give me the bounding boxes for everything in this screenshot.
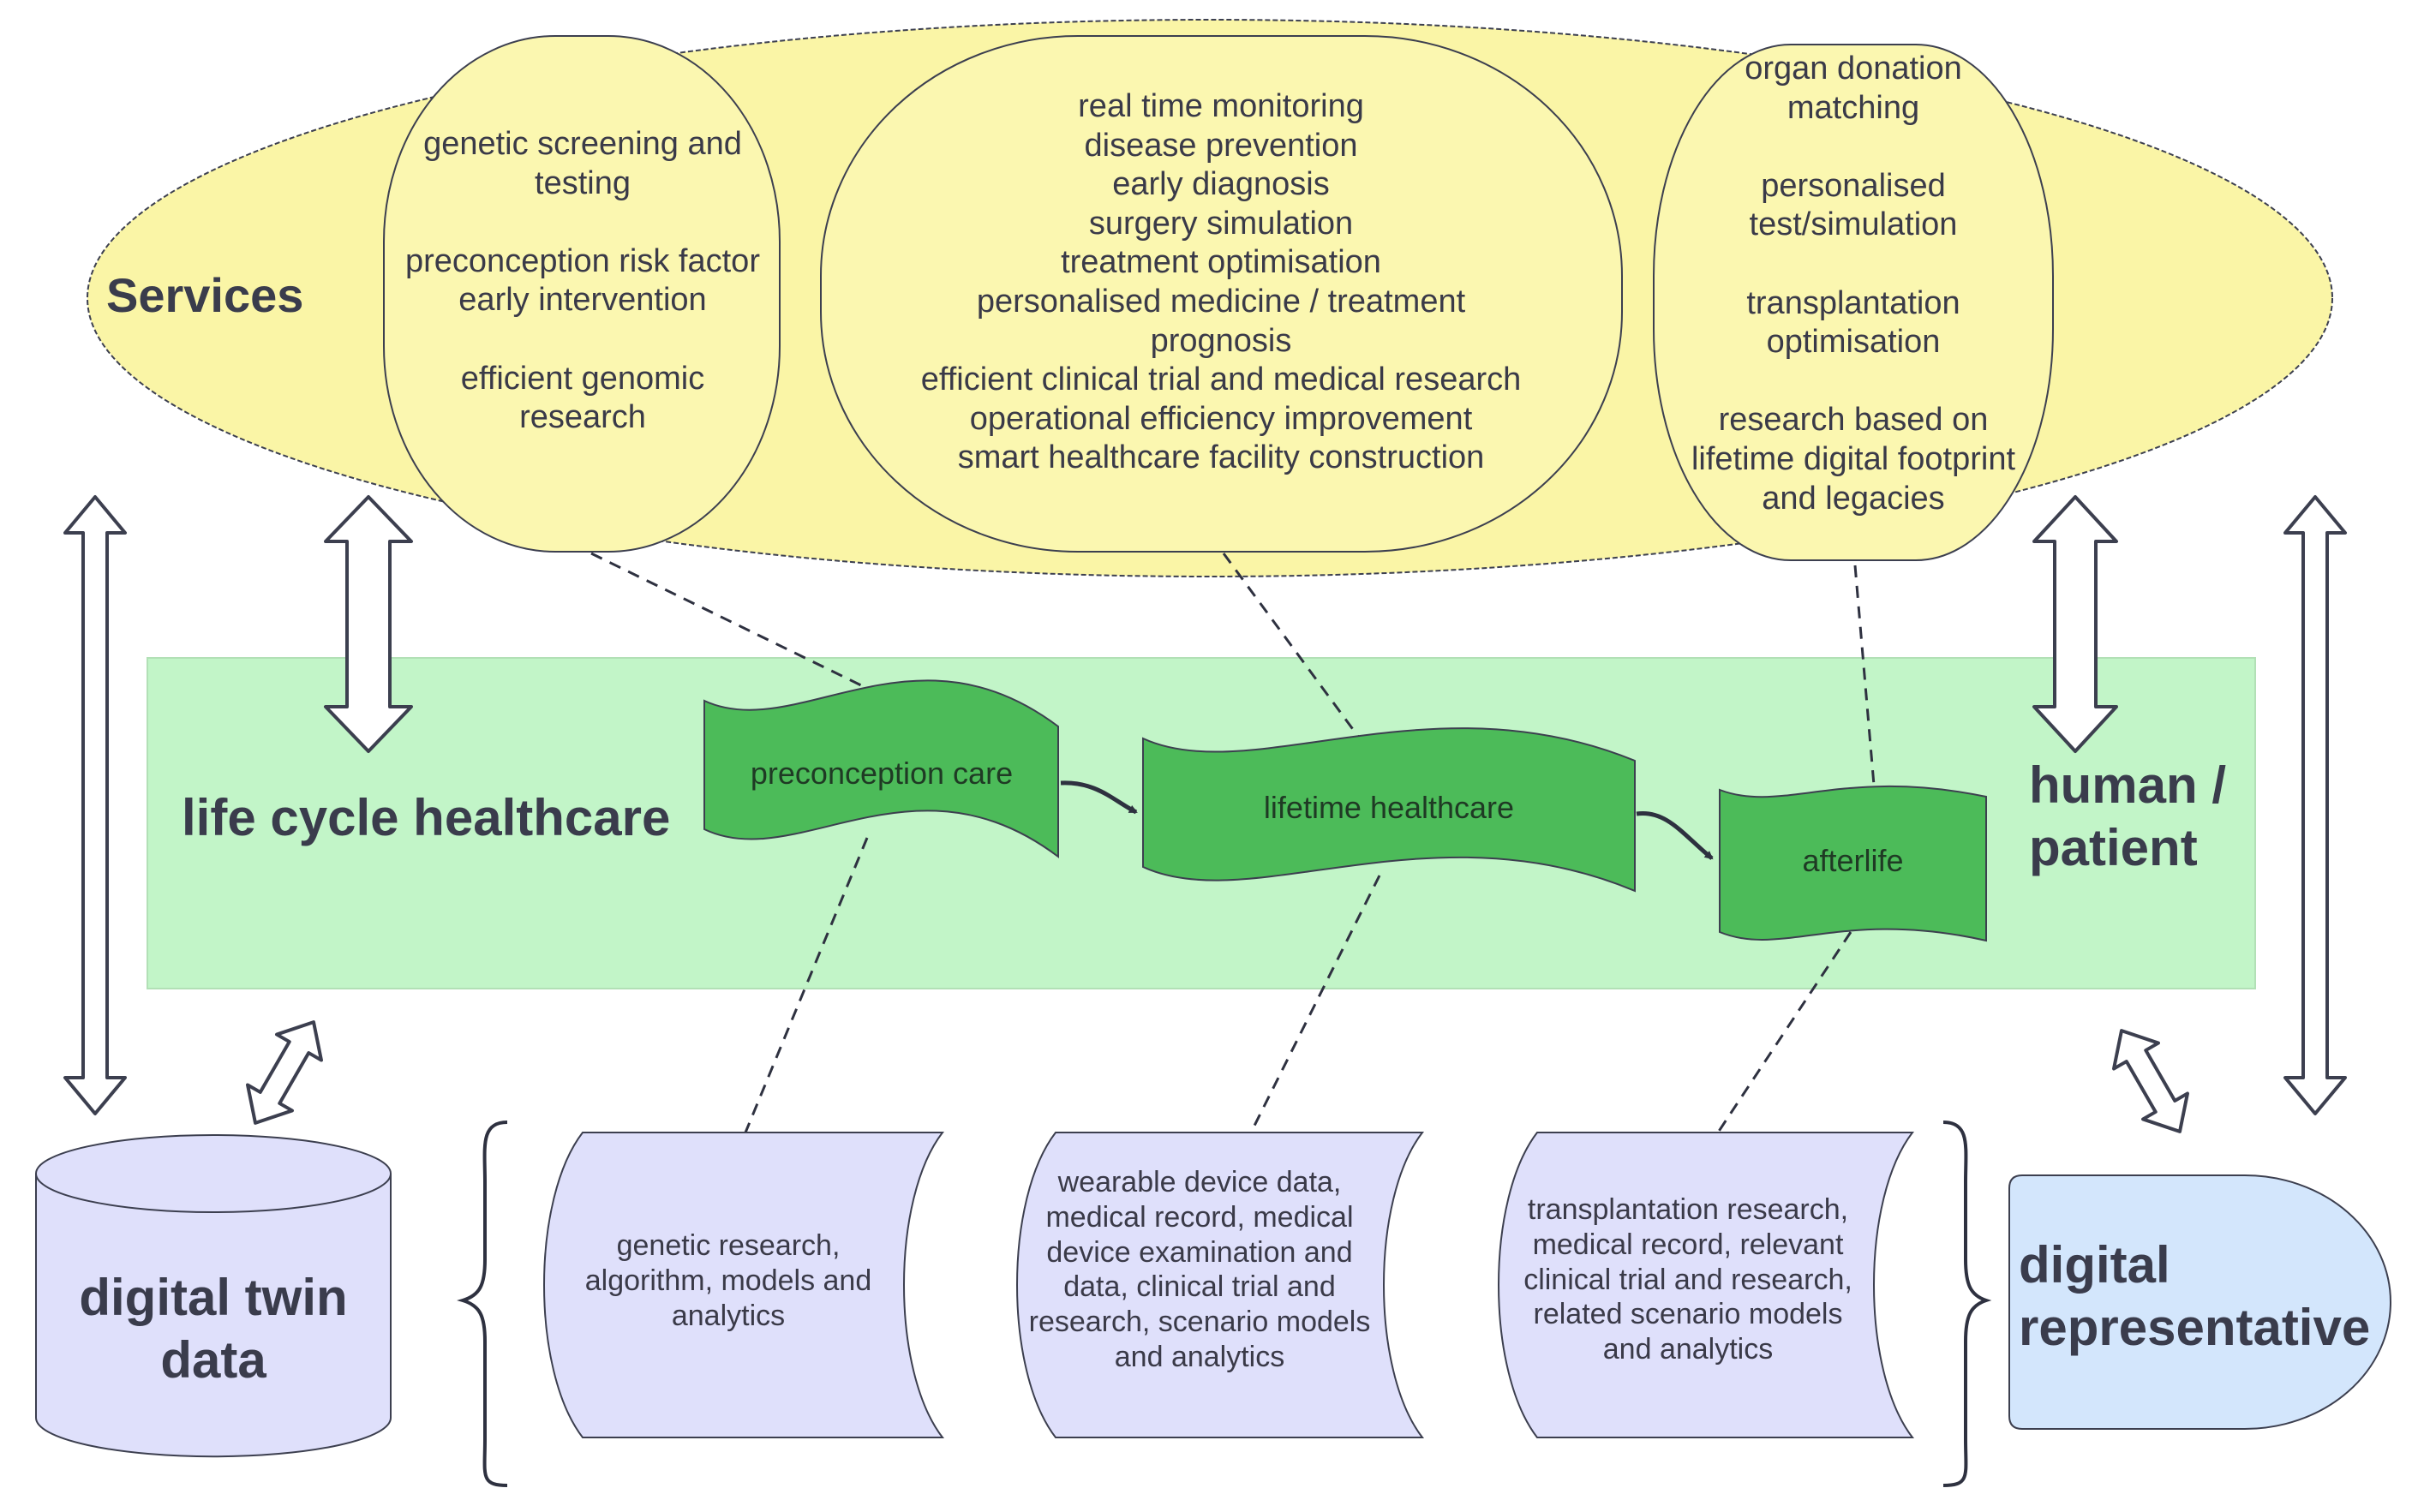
arrow-services-to-human <box>2032 495 2118 753</box>
afterlife-services-capsule <box>1653 44 2054 561</box>
lifecycle-title: life cycle healthcare <box>182 789 671 846</box>
lifetime-services-capsule <box>820 35 1623 553</box>
digital-twin-title: digital twin data <box>79 1269 348 1389</box>
stage-lifetime-shape <box>1142 727 1636 893</box>
data-store-3-shape <box>1498 1132 1915 1438</box>
arrow-right-vertical <box>2283 495 2347 1115</box>
digital-representative-title: digital representative <box>2019 1236 2371 1357</box>
lifetime-services-text: real time monitoring disease prevention … <box>920 88 1522 476</box>
human-patient-title: human / patient <box>2029 756 2227 877</box>
arrow-lifecycle-to-digitaltwin <box>246 1020 323 1125</box>
preconception-services-text: genetic screening and testing preconcept… <box>405 126 760 436</box>
arrow-left-vertical <box>63 495 127 1115</box>
stage-afterlife-shape <box>1719 785 1987 942</box>
afterlife-services-text: organ donation matching personalised tes… <box>1691 51 2016 517</box>
arrow-lifecycle-to-representative <box>2112 1029 2189 1133</box>
data-store-2-shape <box>1016 1132 1425 1438</box>
preconception-services-capsule <box>383 35 781 553</box>
digital-representative-shape <box>2008 1174 2391 1430</box>
arrow-services-to-lifecycle <box>324 495 413 753</box>
dashed-connectors <box>590 552 1876 1133</box>
right-brace <box>1942 1121 1992 1487</box>
stage-preconception-shape <box>703 679 1059 859</box>
stage-label-lifetime: lifetime healthcare <box>1263 790 1515 825</box>
arrow-preconception-to-lifetime <box>1060 780 1138 815</box>
services-title: Services <box>106 268 304 322</box>
left-brace <box>457 1121 508 1487</box>
stage-label-preconception: preconception care <box>750 756 1014 791</box>
stage-label-afterlife: afterlife <box>1802 843 1904 878</box>
data-store-1-text: genetic research, algorithm, models and … <box>584 1229 872 1332</box>
digital-twin-cylinder <box>35 1134 392 1458</box>
data-store-3-text: transplantation research, medical record… <box>1523 1193 1852 1366</box>
data-store-1-shape <box>543 1132 945 1438</box>
data-store-2-text: wearable device data, medical record, me… <box>1028 1166 1371 1373</box>
arrow-lifetime-to-afterlife <box>1636 810 1714 860</box>
